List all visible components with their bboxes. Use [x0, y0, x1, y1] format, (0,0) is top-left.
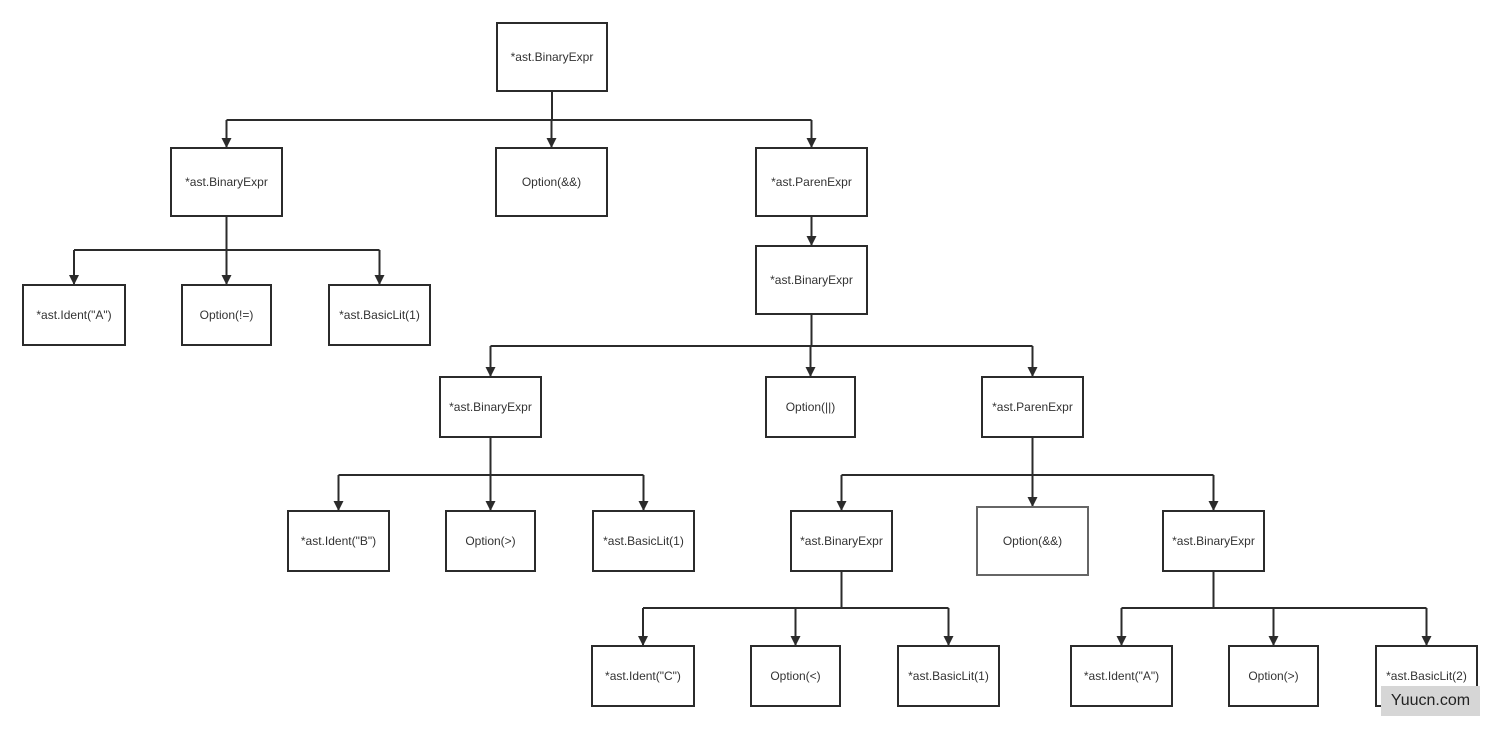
node-binary-expr-c: *ast.BinaryExpr	[790, 510, 893, 572]
node-root-binary-expr: *ast.BinaryExpr	[496, 22, 608, 92]
node-option-greater: Option(>)	[445, 510, 536, 572]
node-option-less: Option(<)	[750, 645, 841, 707]
node-option-greater-2: Option(>)	[1228, 645, 1319, 707]
node-ident-b: *ast.Ident("B")	[287, 510, 390, 572]
node-option-or: Option(||)	[765, 376, 856, 438]
node-binary-expr-inner: *ast.BinaryExpr	[755, 245, 868, 315]
node-basic-lit-1: *ast.BasicLit(1)	[328, 284, 431, 346]
node-binary-expr-a2: *ast.BinaryExpr	[1162, 510, 1265, 572]
watermark: Yuucn.com	[1381, 686, 1480, 716]
node-binary-expr-left: *ast.BinaryExpr	[170, 147, 283, 217]
node-binary-expr-b: *ast.BinaryExpr	[439, 376, 542, 438]
node-option-and-inner: Option(&&)	[976, 506, 1089, 576]
node-ident-a: *ast.Ident("A")	[22, 284, 126, 346]
node-paren-expr: *ast.ParenExpr	[755, 147, 868, 217]
node-basic-lit-1-b: *ast.BasicLit(1)	[592, 510, 695, 572]
node-option-and: Option(&&)	[495, 147, 608, 217]
node-basic-lit-1-c: *ast.BasicLit(1)	[897, 645, 1000, 707]
node-paren-expr-inner: *ast.ParenExpr	[981, 376, 1084, 438]
node-option-not-equal: Option(!=)	[181, 284, 272, 346]
node-ident-a-2: *ast.Ident("A")	[1070, 645, 1173, 707]
node-ident-c: *ast.Ident("C")	[591, 645, 695, 707]
